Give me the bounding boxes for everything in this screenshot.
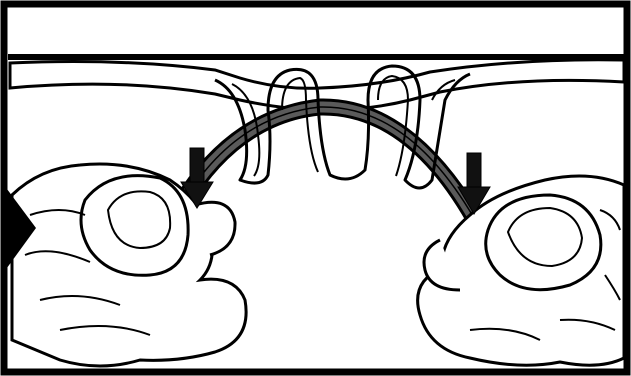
instruction-illustration: [0, 0, 631, 376]
gasket-installation-drawing: [0, 0, 631, 376]
